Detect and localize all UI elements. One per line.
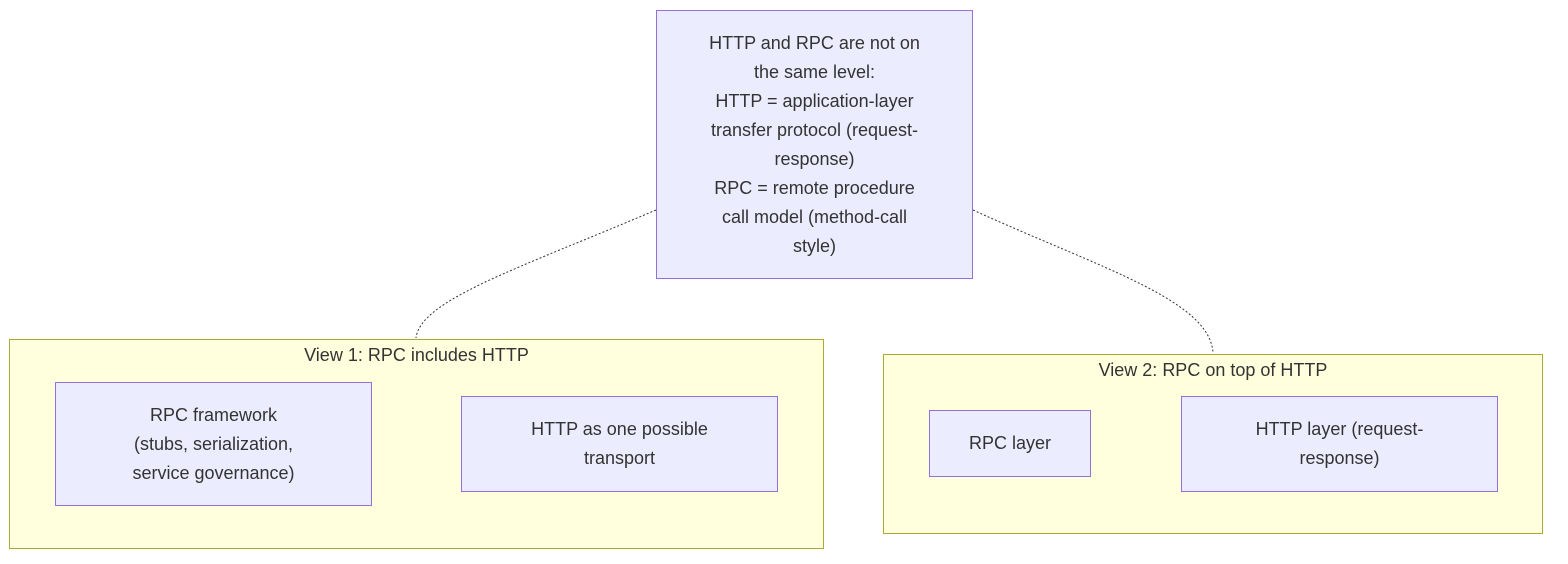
note-box: HTTP and RPC are not on the same level: …	[656, 10, 973, 279]
rpc-framework-line: (stubs, serialization,	[133, 433, 294, 454]
view1-title: View 1: RPC includes HTTP	[304, 345, 529, 365]
http-transport-line: transport	[583, 448, 656, 468]
note-line: style)	[792, 235, 836, 256]
rpc-framework-label: RPC framework (stubs, serialization, ser…	[132, 401, 294, 488]
note-text: HTTP and RPC are not on the same level: …	[709, 29, 920, 261]
http-layer-node: HTTP layer (request- response)	[1181, 396, 1498, 492]
rpc-framework-line: RPC framework	[149, 404, 278, 425]
note-line: RPC = remote procedure	[714, 177, 915, 198]
rpc-layer-label: RPC layer	[969, 429, 1051, 458]
note-to-view2-connector	[972, 209, 1214, 354]
http-layer-line: response)	[1299, 448, 1380, 468]
rpc-framework-line: service governance)	[132, 462, 295, 483]
note-line: transfer protocol (request-	[710, 119, 919, 140]
http-layer-label: HTTP layer (request- response)	[1256, 415, 1424, 473]
rpc-layer-line: RPC layer	[968, 433, 1052, 453]
http-layer-line: HTTP layer (request-	[1255, 419, 1424, 439]
note-line: the same level:	[753, 61, 876, 82]
rpc-layer-node: RPC layer	[929, 410, 1091, 477]
http-transport-line: HTTP as one possible	[531, 419, 708, 439]
rpc-framework-node: RPC framework (stubs, serialization, ser…	[55, 382, 372, 506]
note-to-view1-connector	[415, 209, 657, 339]
view2-title: View 2: RPC on top of HTTP	[1098, 360, 1328, 380]
note-line: HTTP = application-layer	[715, 90, 914, 111]
http-transport-node: HTTP as one possible transport	[461, 396, 778, 492]
note-line: call model (method-call	[721, 206, 908, 227]
note-line: response)	[774, 148, 855, 169]
note-line: HTTP and RPC are not on	[709, 32, 920, 53]
http-transport-label: HTTP as one possible transport	[531, 415, 708, 473]
